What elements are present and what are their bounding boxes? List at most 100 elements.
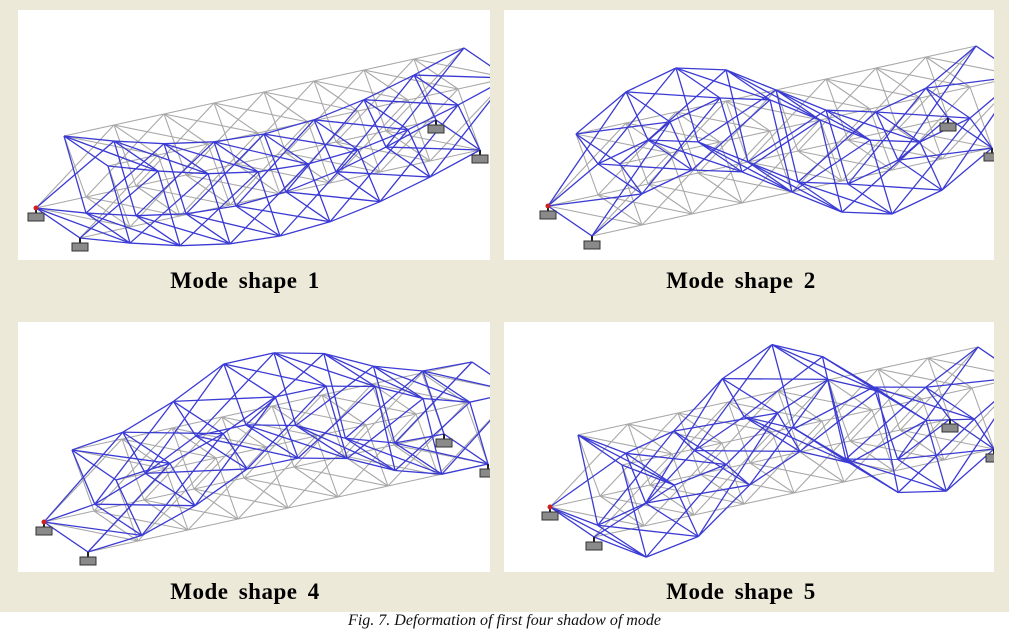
deformed-chord-member <box>619 121 671 165</box>
deformed-floor-beam <box>345 437 396 472</box>
deformed-side-diagonal <box>422 398 443 475</box>
deformed-top-strut <box>413 74 459 106</box>
deformed-bottom-bracing <box>547 193 643 207</box>
undeformed-bottom-bracing <box>547 205 643 226</box>
deformed-bottom-bracing <box>697 141 793 193</box>
deformed-chord-member <box>577 434 626 454</box>
deformed-chord-member <box>423 397 470 403</box>
undeformed-floor-beam <box>235 163 281 195</box>
deformed-chord-member <box>841 211 893 215</box>
deformed-bottom-bracing <box>345 437 443 475</box>
deformed-side-diagonal <box>172 401 197 437</box>
deformed-chord-member <box>547 163 599 207</box>
undeformed-chord-member <box>927 346 979 359</box>
deformed-bottom-bracing <box>597 163 693 171</box>
support-pin-icon <box>539 203 557 220</box>
deformed-side-diagonal <box>775 89 799 183</box>
undeformed-top-bracing <box>171 427 267 448</box>
deformed-chord-member <box>275 385 327 398</box>
deformed-bottom-bracing <box>897 147 993 161</box>
deformed-chord-member <box>115 462 171 481</box>
deformed-chord-member <box>641 169 693 195</box>
deformed-bottom-bracing <box>845 458 947 492</box>
deformed-chord-member <box>329 201 381 223</box>
undeformed-chord-member <box>925 45 977 58</box>
deformed-chord-member <box>313 99 365 121</box>
deformed-top-bracing <box>625 452 727 466</box>
deformed-chord-member <box>122 400 174 433</box>
mode-shape-4-truss-drawing <box>35 352 490 566</box>
undeformed-floor-beam <box>749 462 795 494</box>
undeformed-side-diagonal <box>577 434 601 497</box>
deformed-top-strut <box>575 133 621 165</box>
deformed-bottom-bracing <box>394 442 489 465</box>
deformed-chord-member <box>691 169 743 173</box>
undeformed-top-bracing <box>63 135 159 156</box>
undeformed-chord-member <box>691 202 743 215</box>
support-roller-icon <box>585 537 603 551</box>
undeformed-side-diagonal <box>719 141 743 204</box>
undeformed-chord-member <box>171 416 223 429</box>
deformed-chord-member <box>669 97 721 123</box>
deformed-side-diagonal <box>849 419 927 464</box>
deformed-chord-member <box>775 89 827 111</box>
undeformed-chord-member <box>187 518 239 531</box>
deformed-chord-member <box>825 109 877 113</box>
deformed-top-strut <box>771 344 829 380</box>
deformed-chord-member <box>223 352 275 365</box>
undeformed-top-strut <box>625 122 671 154</box>
undeformed-top-bracing <box>163 113 259 134</box>
undeformed-top-bracing <box>221 416 317 437</box>
undeformed-chord-member <box>971 382 994 389</box>
undeformed-chord-member <box>775 78 827 91</box>
undeformed-top-strut <box>825 78 871 110</box>
deformed-bottom-bracing <box>135 215 231 245</box>
support-roller-icon <box>479 464 490 478</box>
deformed-floor-beam <box>185 213 231 245</box>
deformed-chord-member <box>85 212 137 217</box>
deformed-chord-member <box>777 378 829 414</box>
deformed-chord-member <box>593 536 647 558</box>
deformed-floor-beam <box>195 435 248 470</box>
support-roller-icon <box>939 118 957 132</box>
undeformed-chord-member <box>875 56 927 69</box>
undeformed-chord-member <box>969 81 994 88</box>
deformed-bottom-bracing <box>797 181 893 215</box>
undeformed-top-strut <box>925 56 971 88</box>
deformed-chord-member <box>207 171 259 175</box>
undeformed-side-diagonal <box>171 427 195 490</box>
undeformed-side-diagonal <box>337 413 417 498</box>
deformed-side-diagonal <box>163 143 187 214</box>
deformed-chord-member <box>898 490 947 494</box>
undeformed-chord-member <box>429 149 481 162</box>
support-pin-icon <box>27 205 45 222</box>
deformed-chord-member <box>194 468 248 507</box>
deformed-chord-member <box>71 431 123 451</box>
undeformed-side-diagonal <box>875 67 899 130</box>
undeformed-side-diagonal <box>415 413 439 476</box>
undeformed-chord-member <box>137 529 189 542</box>
deformed-side-diagonal <box>394 361 473 444</box>
deformed-chord-member <box>741 171 793 193</box>
deformed-top-bracing <box>122 431 224 435</box>
undeformed-chord-member <box>891 158 943 171</box>
deformed-chord-member <box>625 430 675 454</box>
deformed-top-bracing <box>373 365 471 403</box>
deformed-chord-member <box>799 450 850 464</box>
undeformed-chord-member <box>677 401 729 414</box>
deformed-side-diagonal <box>675 67 699 143</box>
undeformed-chord-member <box>287 496 339 509</box>
deformed-chord-member <box>673 378 723 432</box>
undeformed-side-diagonal <box>619 163 643 226</box>
undeformed-side-diagonal <box>819 119 843 182</box>
deformed-chord-member <box>441 463 489 475</box>
undeformed-side-diagonal <box>63 135 87 198</box>
undeformed-top-bracing <box>675 111 771 132</box>
deformed-chord-member <box>875 87 927 113</box>
deformed-top-bracing <box>163 143 259 173</box>
deformed-top-strut <box>673 430 727 466</box>
undeformed-side-diagonal <box>899 346 979 431</box>
deformed-side-diagonal <box>429 99 490 178</box>
undeformed-bottom-bracing <box>549 506 645 527</box>
undeformed-bottom-bracing <box>697 172 793 193</box>
